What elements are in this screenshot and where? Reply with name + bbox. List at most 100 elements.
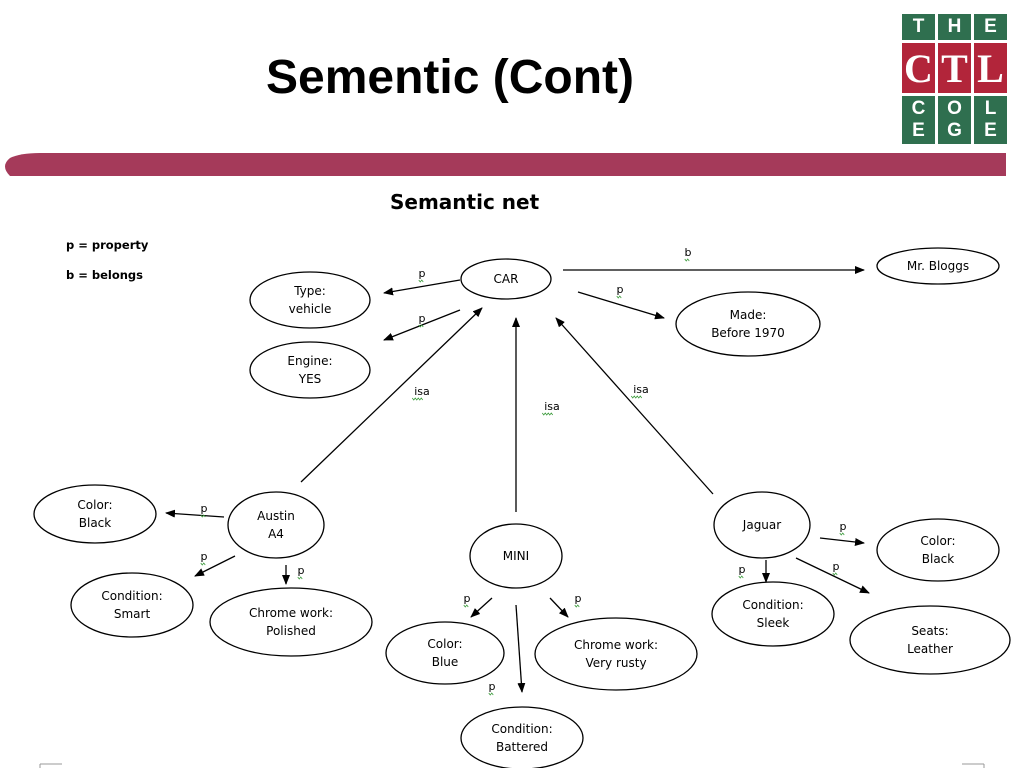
spellcheck-underline <box>684 258 690 262</box>
node-ellipse <box>385 621 505 685</box>
edge-label: p <box>464 592 471 605</box>
logo-letter: O <box>938 96 971 122</box>
edge-label: p <box>298 564 305 577</box>
slide-title: Sementic (Cont) <box>265 51 634 104</box>
node-label: Color: <box>920 534 955 548</box>
logo-letter: T <box>902 14 935 40</box>
spellcheck-underline <box>200 562 206 566</box>
logo-letter: L <box>974 96 1007 122</box>
node-label: Seats: <box>911 624 948 638</box>
node-label: Jaguar <box>742 518 781 532</box>
node-label: Battered <box>496 740 548 754</box>
spellcheck-underline <box>411 397 424 401</box>
edge-label: p <box>419 267 426 280</box>
node-label: Leather <box>907 642 953 656</box>
spellcheck-underline <box>574 604 580 608</box>
edge-austin-to-austin-condition <box>194 555 236 577</box>
legend-belongs: b = belongs <box>66 268 144 282</box>
node-jaguar: Jaguar <box>713 491 811 559</box>
edge-label: isa <box>633 383 649 396</box>
spellcheck-underline <box>418 279 424 283</box>
node-ellipse <box>849 605 1011 675</box>
node-ellipse <box>249 271 371 329</box>
node-label: A4 <box>268 527 284 541</box>
logo-letter: T <box>938 43 971 93</box>
node-ellipse <box>460 706 584 768</box>
node-jaguar-seats: Seats: Leather <box>849 605 1011 675</box>
spellcheck-underline <box>839 532 845 536</box>
node-engine: Engine: YES <box>249 341 371 399</box>
node-ellipse <box>227 491 325 559</box>
node-ellipse <box>249 341 371 399</box>
node-mini-color: Color:Blue <box>385 621 505 685</box>
node-austin-color: Color:Black <box>33 484 157 544</box>
node-mini: MINI <box>469 523 563 589</box>
node-label: Condition: <box>742 598 803 612</box>
legend-property: p = property <box>66 238 149 252</box>
spellcheck-underline <box>616 295 622 299</box>
node-ellipse <box>711 581 835 647</box>
node-label: Condition: <box>101 589 162 603</box>
logo-letter: E <box>974 14 1007 40</box>
edge-austin-to-austin-color <box>165 509 225 518</box>
node-mini-condition: Condition: Battered <box>460 706 584 768</box>
spellcheck-underline <box>832 572 838 576</box>
node-label: Condition: <box>491 722 552 736</box>
edge-label: p <box>419 312 426 325</box>
node-mini-chrome: Chrome work: Very rusty <box>534 617 698 691</box>
edge-label: p <box>739 563 746 576</box>
spellcheck-underline <box>200 514 206 518</box>
node-austin-chrome: Chrome work:Polished <box>209 587 373 657</box>
edge-label: p <box>833 560 840 573</box>
node-ellipse <box>209 587 373 657</box>
logo-letter: E <box>902 118 935 144</box>
edge-label: p <box>617 283 624 296</box>
node-label: Sleek <box>757 616 790 630</box>
node-ellipse <box>876 518 1000 582</box>
node-label: Very rusty <box>585 656 646 670</box>
spellcheck-underline <box>418 324 424 328</box>
edge-mini-to-mini-condition <box>515 604 526 693</box>
edge-label: p <box>201 550 208 563</box>
node-made: Made:Before 1970 <box>675 291 821 357</box>
node-ellipse <box>675 291 821 357</box>
edge-mini-to-mini-chrome <box>549 597 569 618</box>
edge-label: p <box>489 680 496 693</box>
edge-jaguar-to-jaguar-color <box>819 537 865 546</box>
node-label: Chrome work: <box>574 638 658 652</box>
edge-label: isa <box>414 385 430 398</box>
node-label: YES <box>298 372 322 386</box>
diagram-heading: Semantic net <box>390 190 540 214</box>
edge-mini-to-mini-color <box>470 597 493 618</box>
node-ellipse <box>33 484 157 544</box>
node-label: MINI <box>503 549 529 563</box>
node-ellipse <box>534 617 698 691</box>
node-bloggs: Mr. Bloggs <box>876 247 1000 285</box>
spellcheck-underline <box>463 604 469 608</box>
node-label: Engine: <box>287 354 332 368</box>
edge-label: p <box>575 592 582 605</box>
logo-letter: C <box>902 96 935 122</box>
node-austin-condition: Condition:Smart <box>70 572 194 638</box>
edge-jaguar-to-car <box>555 317 714 495</box>
node-label: Chrome work: <box>249 606 333 620</box>
edge-label: p <box>840 520 847 533</box>
node-label: Black <box>922 552 955 566</box>
node-ellipse <box>876 247 1000 285</box>
node-ellipse <box>713 491 811 559</box>
spellcheck-underline <box>297 576 303 580</box>
node-label: Mr. Bloggs <box>907 259 969 273</box>
node-ellipse <box>460 258 552 300</box>
edge-label: b <box>685 246 692 259</box>
spellcheck-underline <box>630 395 643 399</box>
node-type: Type:vehicle <box>249 271 371 329</box>
edge-label: p <box>201 502 208 515</box>
logo-letter: C <box>902 43 935 93</box>
